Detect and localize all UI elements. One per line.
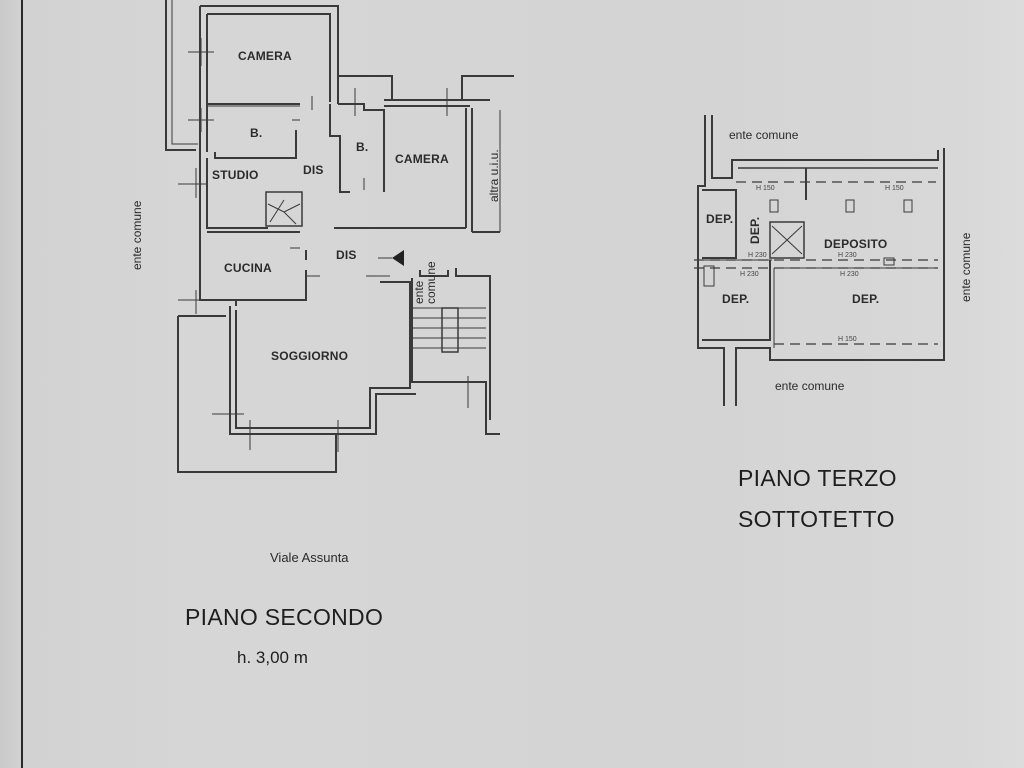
- room-label-deposito: DEPOSITO: [824, 237, 888, 251]
- height-mark: H 230: [838, 252, 857, 259]
- label-ente-comune-bottom: ente comune: [775, 379, 845, 393]
- room-label-dep-2: DEP.: [748, 216, 762, 244]
- room-label-camera-1: CAMERA: [238, 49, 292, 63]
- room-label-camera-2: CAMERA: [395, 152, 449, 166]
- entrance-arrow-icon: [392, 250, 404, 266]
- room-label-dep-4: DEP.: [852, 292, 880, 306]
- floor-height: h. 3,00 m: [237, 648, 308, 667]
- wall: [165, 0, 196, 151]
- label-ente-comune-left: ente comune: [130, 200, 144, 270]
- room-label-dep-1: DEP.: [706, 212, 734, 226]
- height-mark: H 150: [838, 336, 857, 343]
- floor-title-second: PIANO SECONDO: [185, 604, 384, 630]
- height-mark: H 150: [885, 185, 904, 192]
- room-label-cucina: CUCINA: [224, 261, 272, 275]
- height-mark: H 150: [756, 185, 775, 192]
- room-label-soggiorno: SOGGIORNO: [271, 349, 349, 363]
- label-ente-comune-stair: ente comune: [412, 261, 438, 304]
- room-label-studio: STUDIO: [212, 168, 259, 182]
- street-label: Viale Assunta: [270, 550, 349, 565]
- room-label-dis-1: DIS: [303, 163, 324, 177]
- room-label-bath-1: B.: [250, 126, 263, 140]
- sheet-margin-line: [21, 0, 23, 768]
- floor-title-third: PIANO TERZO: [738, 465, 897, 491]
- label-ente-comune-right: ente comune: [959, 232, 973, 302]
- height-mark: H 230: [740, 271, 759, 278]
- room-label-dis-2: DIS: [336, 248, 357, 262]
- floor-subtitle-third: SOTTOTETTO: [738, 506, 895, 532]
- label-altra-uiu: altra u.i.u.: [487, 149, 501, 202]
- label-ente-comune-top: ente comune: [729, 128, 799, 142]
- room-label-dep-3: DEP.: [722, 292, 750, 306]
- room-label-bath-2: B.: [356, 140, 369, 154]
- height-mark: H 230: [840, 271, 859, 278]
- height-mark: H 230: [748, 252, 767, 259]
